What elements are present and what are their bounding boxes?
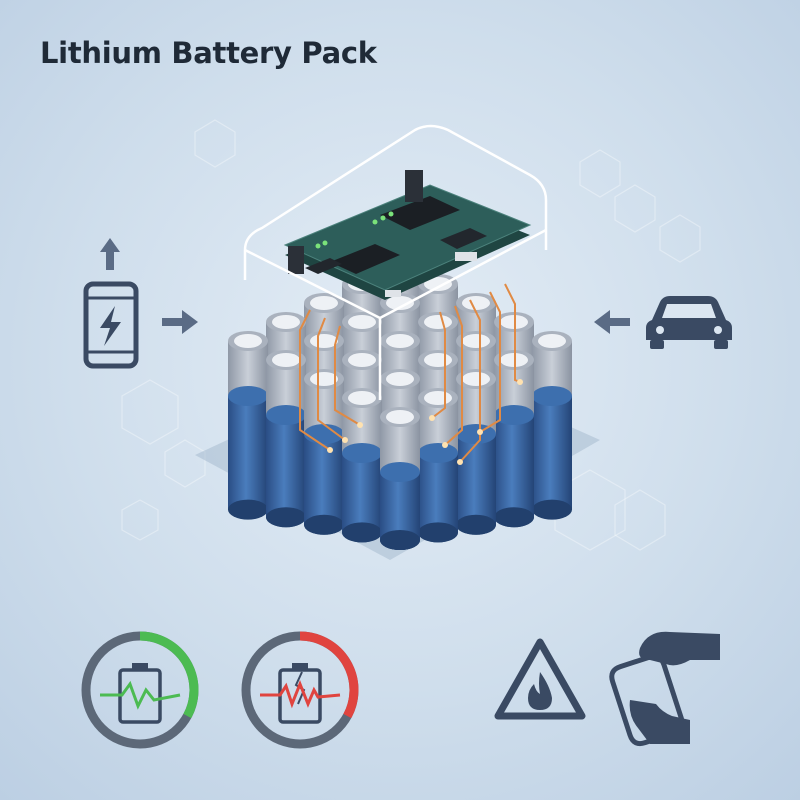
- trace-node: [517, 379, 523, 385]
- battery-cell: [532, 331, 572, 520]
- battery-cell: [418, 388, 458, 543]
- battery-health-good-gauge: [81, 631, 199, 749]
- trace-node: [477, 429, 483, 435]
- trace-node: [429, 415, 435, 421]
- battery-health-damaged-icon: [260, 663, 341, 724]
- arrow-right-icon: [162, 310, 198, 334]
- phone-charging-icon: [83, 238, 139, 369]
- battery-cell: [304, 369, 344, 535]
- trace-node: [457, 459, 463, 465]
- fire-warning-icon: [494, 638, 586, 720]
- wiring-trace: [459, 299, 481, 463]
- battery-cell: [228, 331, 268, 520]
- trace-node: [342, 437, 348, 443]
- battery-cell: [380, 407, 420, 550]
- battery-cell: [456, 369, 496, 535]
- wiring-trace: [299, 309, 331, 451]
- hands-holding-device-icon: [609, 631, 720, 747]
- wiring-trace: [334, 325, 361, 426]
- trace-node: [357, 422, 363, 428]
- bms-circuit-board: [283, 170, 532, 300]
- battery-cell: [266, 350, 306, 528]
- arrow-left-icon: [594, 310, 630, 334]
- trace-node: [327, 447, 333, 453]
- battery-cell: [342, 388, 382, 543]
- pack-enclosure-outline: [243, 124, 548, 400]
- wiring-trace: [317, 317, 346, 441]
- battery-health-damaged-gauge: [241, 631, 359, 749]
- trace-node: [442, 442, 448, 448]
- battery-health-good-icon: [100, 663, 181, 724]
- page-title: Lithium Battery Pack: [40, 36, 377, 70]
- bms-wiring-traces: [299, 283, 523, 465]
- battery-cells: [228, 255, 572, 550]
- battery-cell: [494, 350, 534, 528]
- wiring-trace: [444, 305, 463, 446]
- wiring-trace: [431, 311, 446, 419]
- car-icon: [646, 296, 732, 349]
- wiring-trace: [479, 291, 501, 433]
